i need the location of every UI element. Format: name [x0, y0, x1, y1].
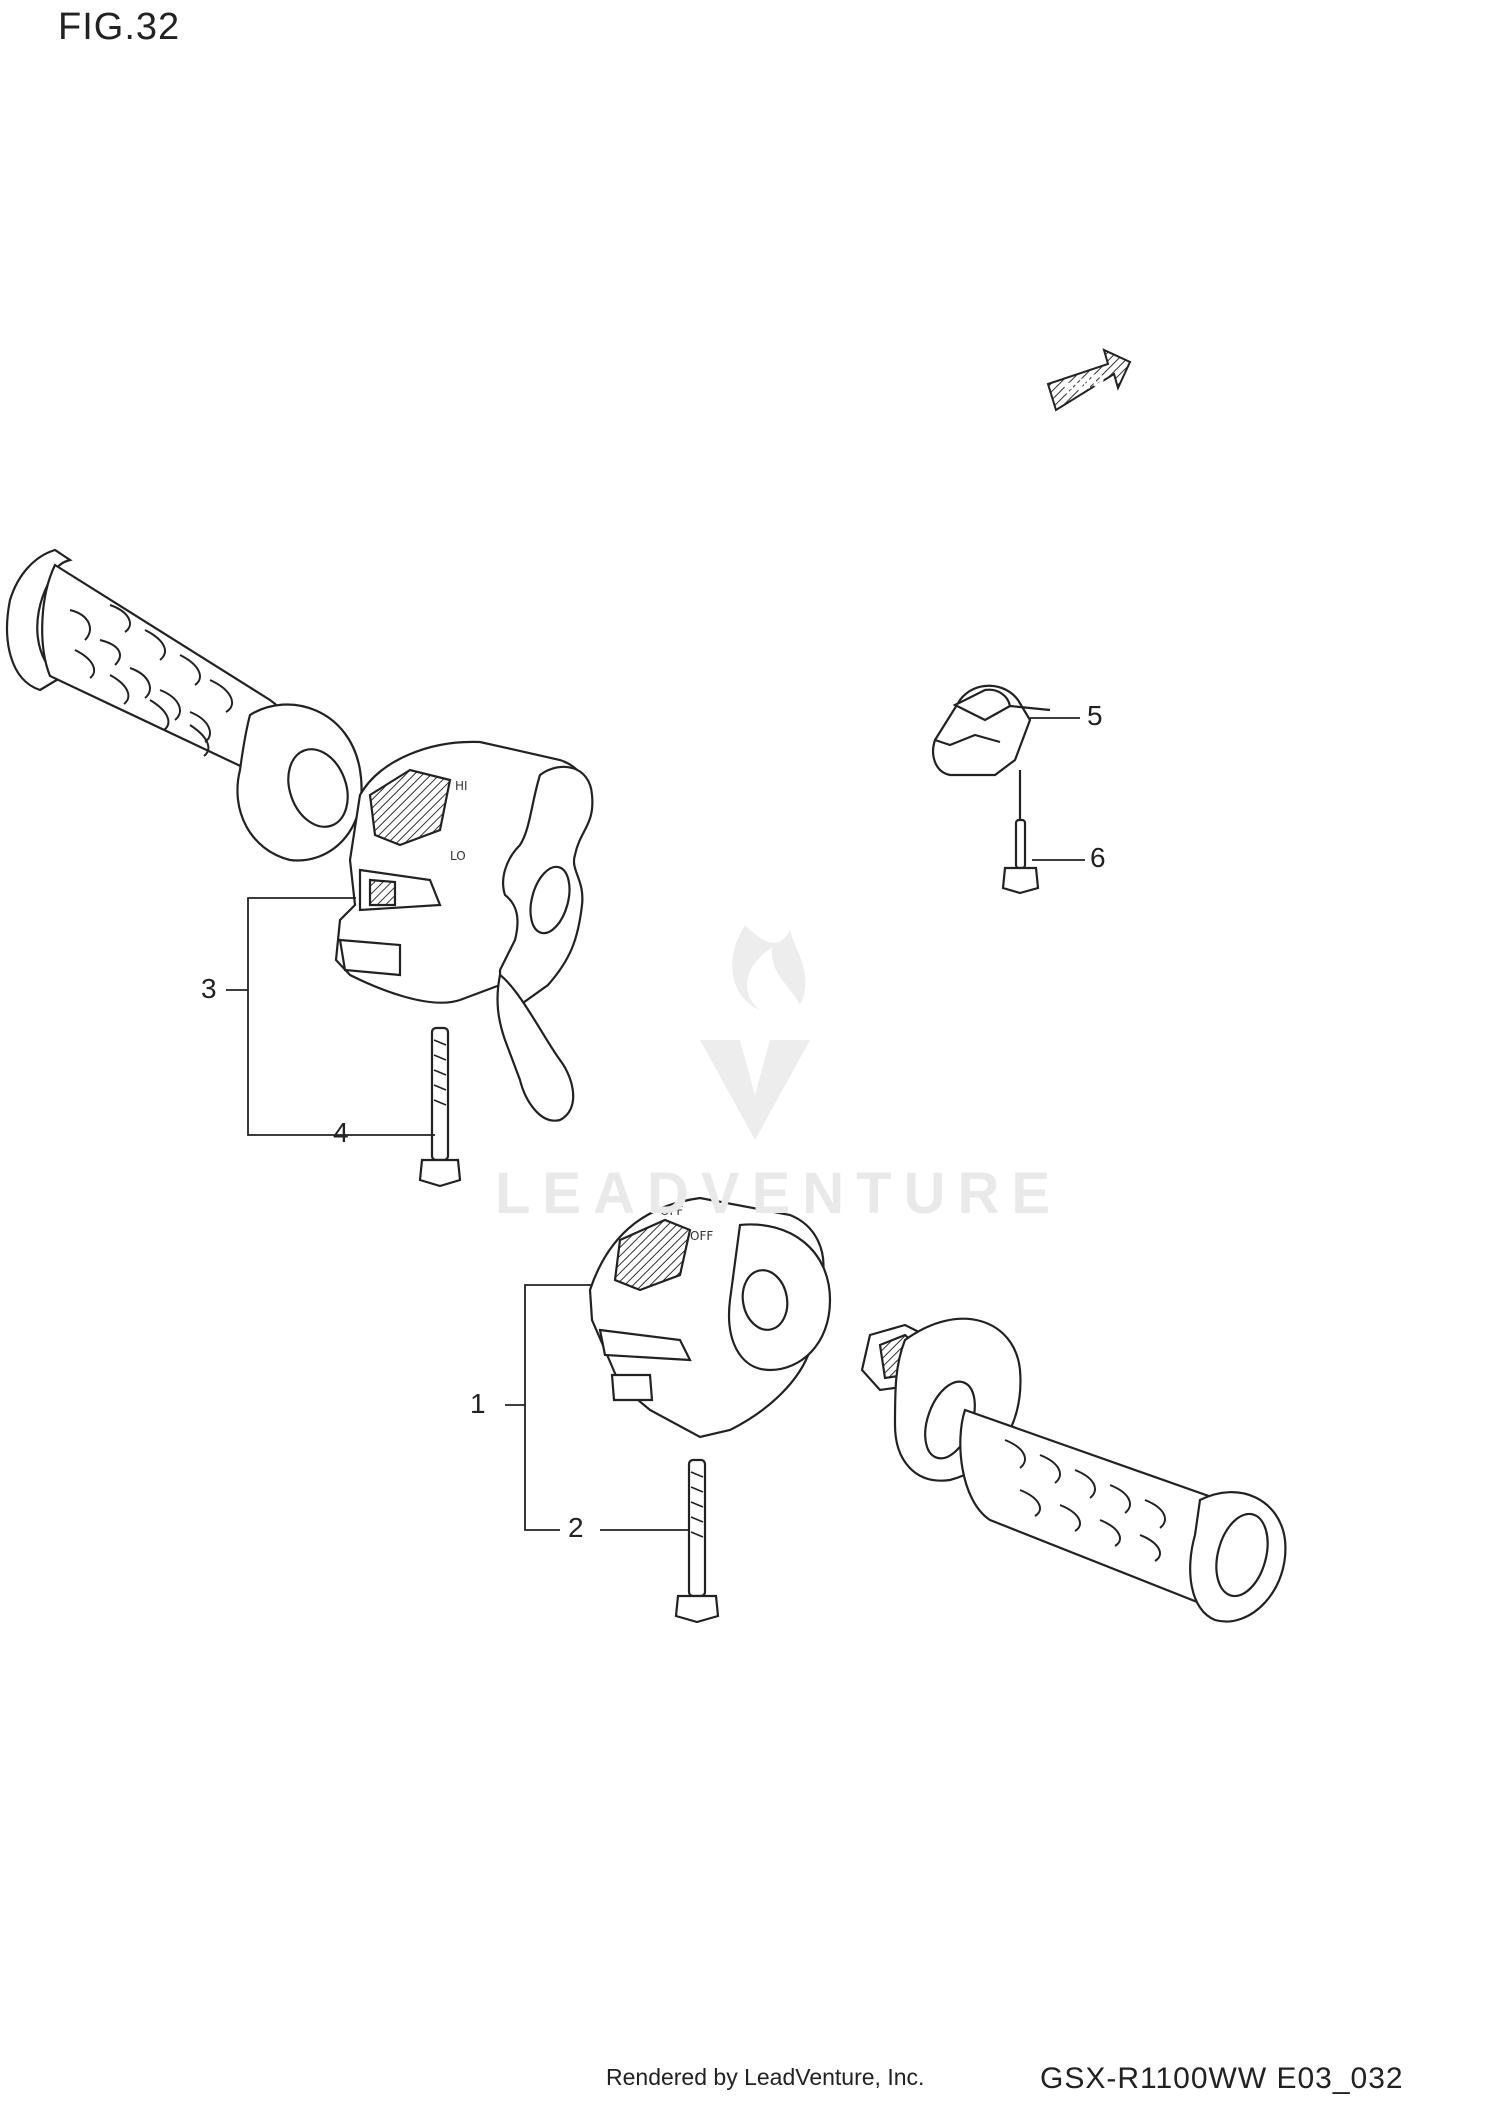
- callout-5: 5: [1087, 700, 1103, 731]
- figure-label: FIG.32: [58, 6, 181, 48]
- svg-text:HI: HI: [455, 779, 468, 793]
- svg-text:OFF: OFF: [690, 1229, 713, 1243]
- left-switch-screw: [418, 1026, 462, 1188]
- watermark-text: LEADVENTURE: [495, 1161, 1063, 1226]
- clutch-lever-switch: [932, 684, 1051, 820]
- right-handlebar-switch: OFF OFF: [588, 1196, 832, 1439]
- callout-6: 6: [1090, 842, 1106, 873]
- svg-text:LO: LO: [450, 849, 466, 863]
- left-handlebar-switch: HI LO: [334, 740, 594, 1122]
- callout-2: 2: [568, 1512, 584, 1543]
- diagram-code: GSX-R1100WW E03_032: [1040, 2062, 1404, 2095]
- forward-arrow-icon: FWD: [1046, 348, 1132, 412]
- right-switch-screw: [674, 1458, 720, 1624]
- fwd-arrow-text: FWD: [1061, 369, 1107, 400]
- clutch-switch-screw: [1001, 818, 1040, 895]
- right-switch-leader-lines: [505, 1284, 690, 1531]
- callout-4: 4: [333, 1117, 349, 1148]
- right-grip: [860, 1317, 1287, 1623]
- callout-3: 3: [201, 973, 217, 1004]
- callout-1: 1: [470, 1388, 486, 1419]
- rendered-by-credit: Rendered by LeadVenture, Inc.: [606, 2064, 925, 2090]
- left-switch-leader-lines: [226, 897, 435, 1136]
- left-grip: [6, 548, 363, 862]
- clutch-switch-leader-lines: [1030, 717, 1085, 861]
- leadventure-watermark-logo: [700, 925, 810, 1140]
- svg-text:OFF: OFF: [660, 1204, 683, 1218]
